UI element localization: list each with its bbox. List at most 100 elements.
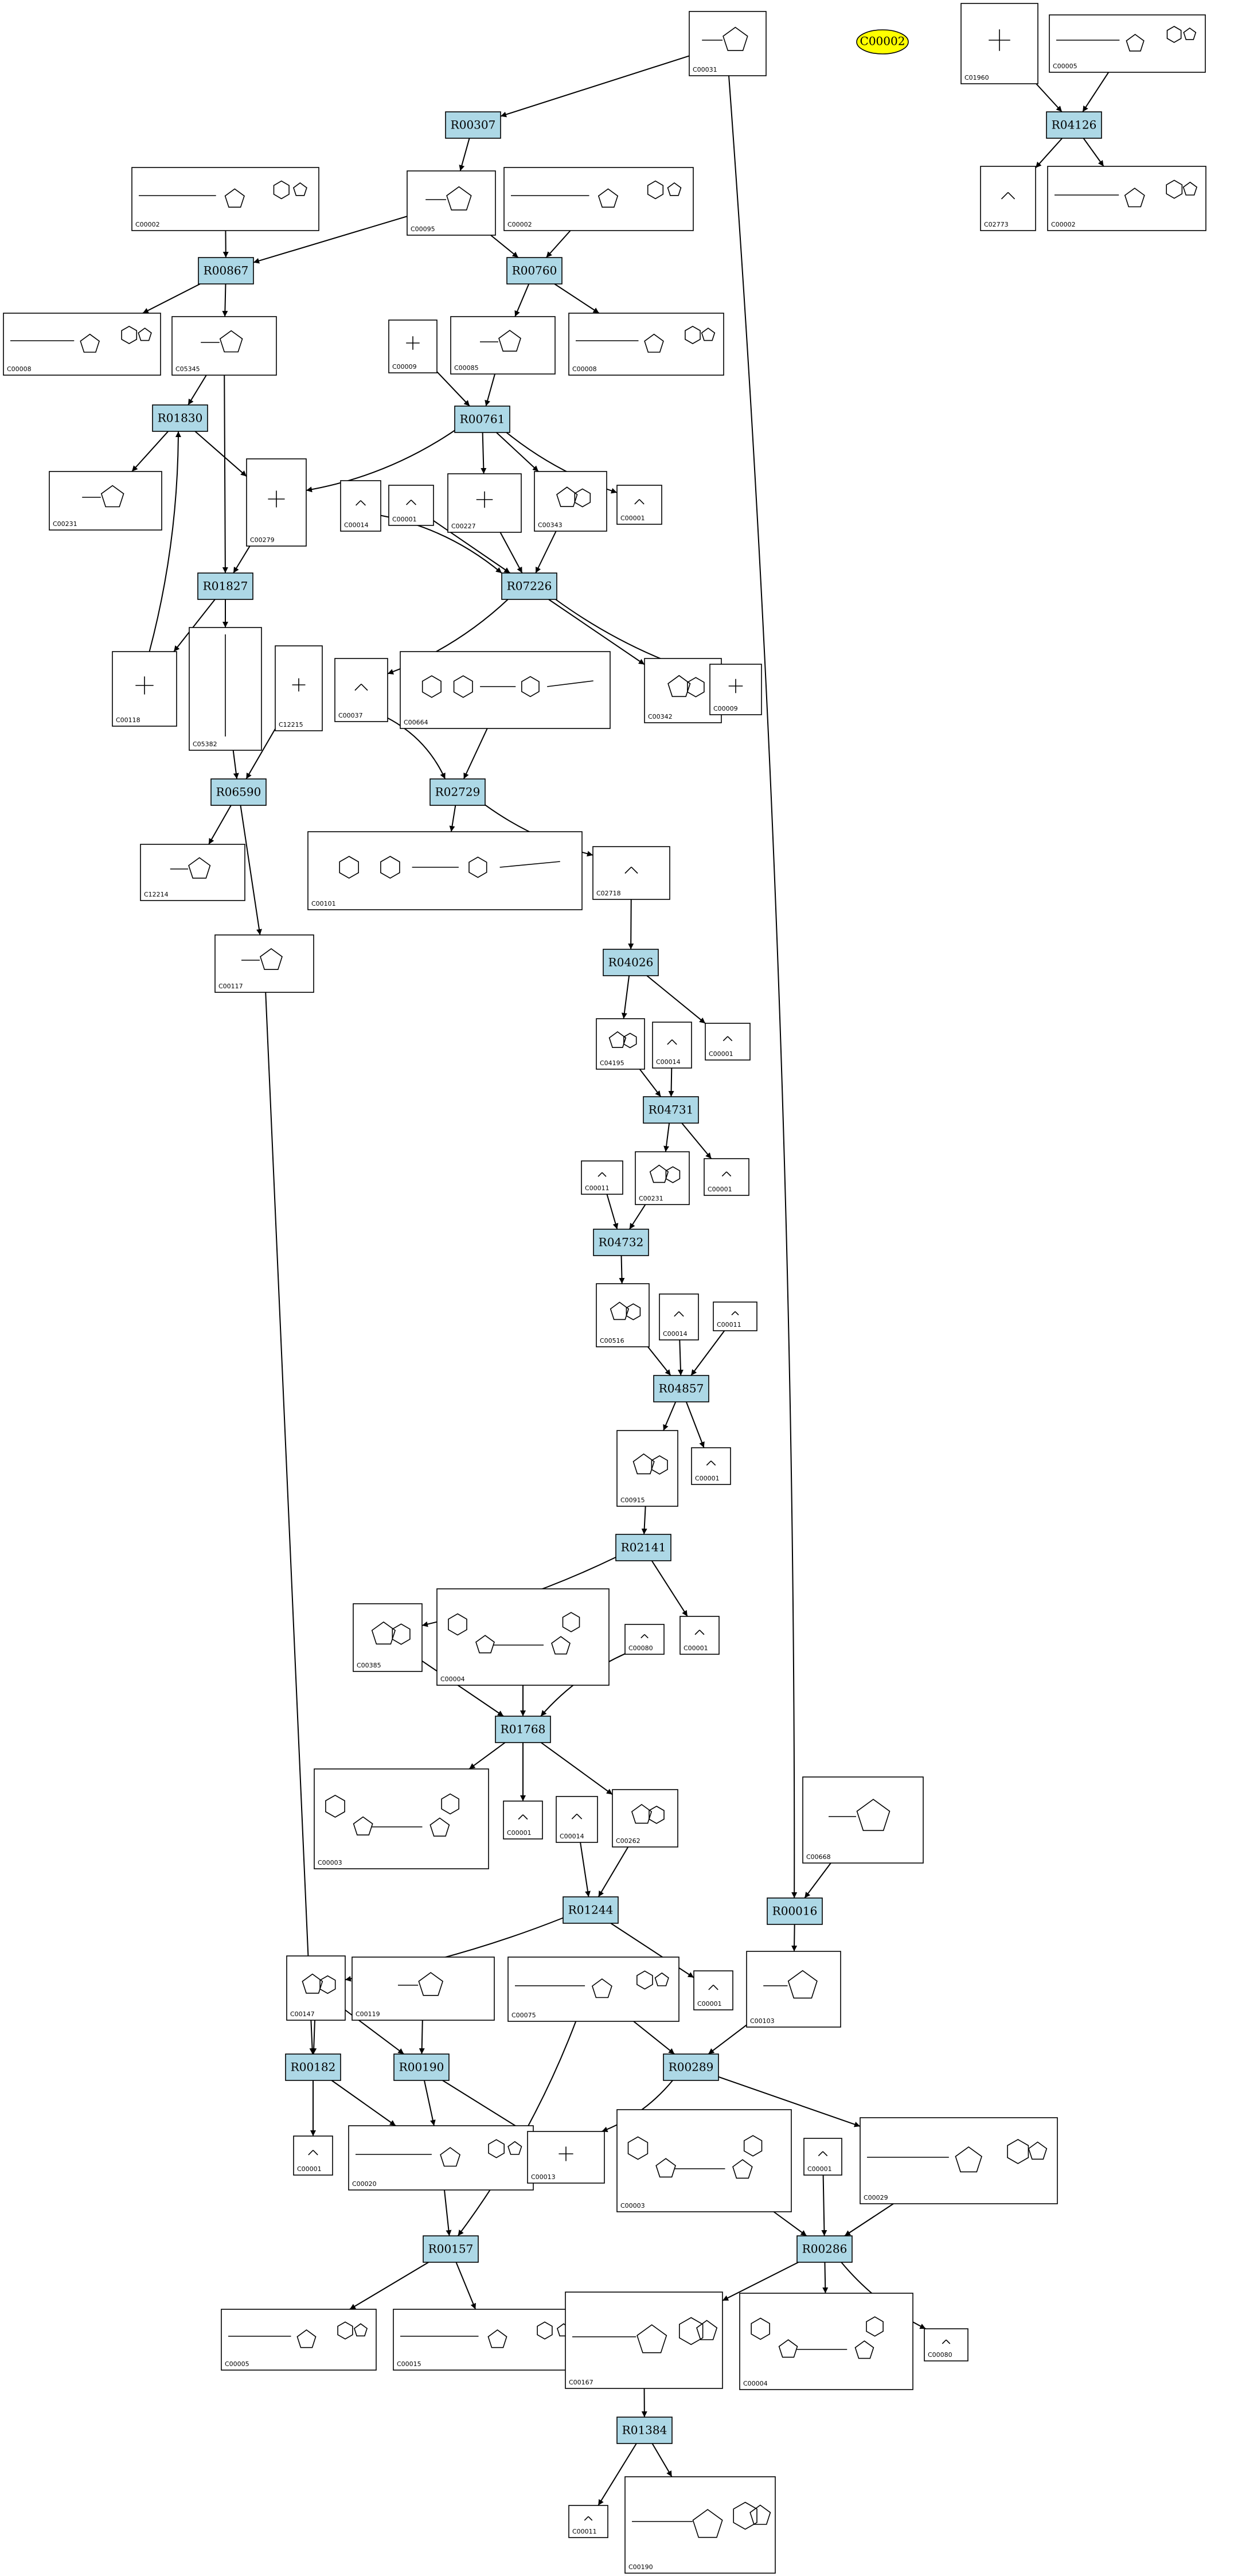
compound-node[interactable]: C00001 bbox=[693, 1970, 733, 2010]
compound-node[interactable]: C00020 bbox=[348, 2125, 534, 2191]
reaction-node-r00157[interactable]: R00157 bbox=[423, 2235, 479, 2263]
compound-node[interactable]: C00001 bbox=[388, 485, 434, 526]
compound-node[interactable]: C00262 bbox=[612, 1789, 678, 1848]
compound-node[interactable]: C00009 bbox=[709, 664, 762, 715]
compound-node[interactable]: C02773 bbox=[980, 166, 1036, 231]
compound-node[interactable]: C00147 bbox=[286, 1955, 346, 2021]
compound-node[interactable]: C00001 bbox=[803, 2138, 842, 2176]
compound-node[interactable]: C00011 bbox=[568, 2505, 608, 2538]
reaction-node-r00182[interactable]: R00182 bbox=[285, 2053, 341, 2081]
reaction-node-r02729[interactable]: R02729 bbox=[429, 778, 486, 806]
compound-node[interactable]: C00516 bbox=[596, 1283, 650, 1347]
compound-node[interactable]: C00029 bbox=[860, 2117, 1058, 2204]
reaction-node-r01827[interactable]: R01827 bbox=[197, 572, 253, 600]
compound-node[interactable]: C05345 bbox=[171, 316, 277, 376]
reaction-node-r04026[interactable]: R04026 bbox=[603, 949, 659, 976]
compound-node[interactable]: C00915 bbox=[616, 1430, 678, 1507]
compound-node[interactable]: C12214 bbox=[140, 844, 245, 901]
compound-node[interactable]: C00037 bbox=[334, 658, 388, 722]
compound-node[interactable]: C00002 bbox=[1047, 166, 1206, 231]
compound-node[interactable]: C00004 bbox=[739, 2293, 913, 2390]
reaction-label: R04857 bbox=[659, 1382, 704, 1396]
reaction-node-r01244[interactable]: R01244 bbox=[563, 1896, 619, 1924]
edge-c_C00343-to-R07226 bbox=[535, 531, 557, 574]
reaction-node-r00190[interactable]: R00190 bbox=[393, 2053, 450, 2081]
compound-node[interactable]: C00001 bbox=[705, 1023, 751, 1061]
reaction-node-r01830[interactable]: R01830 bbox=[152, 404, 208, 432]
reaction-node-r04732[interactable]: R04732 bbox=[593, 1229, 649, 1256]
compound-node[interactable]: C00080 bbox=[624, 1624, 665, 1655]
compound-node[interactable]: C00080 bbox=[924, 2328, 968, 2361]
compound-node[interactable]: C05382 bbox=[189, 627, 262, 751]
reaction-node-r04731[interactable]: R04731 bbox=[643, 1096, 699, 1124]
structure-stroke bbox=[440, 2147, 461, 2167]
compound-node[interactable]: C00001 bbox=[679, 1616, 720, 1655]
compound-node[interactable]: C00101 bbox=[307, 831, 583, 910]
compound-node[interactable]: C00009 bbox=[388, 319, 438, 373]
structure-stroke bbox=[1183, 28, 1197, 40]
compound-node[interactable]: C00227 bbox=[447, 473, 522, 533]
compound-node[interactable]: C00002 bbox=[503, 167, 694, 231]
compound-node[interactable]: C00011 bbox=[713, 1301, 757, 1331]
compound-node[interactable]: C00014 bbox=[556, 1796, 598, 1843]
compound-node[interactable]: C00003 bbox=[616, 2109, 792, 2212]
compound-node[interactable]: C00004 bbox=[436, 1588, 610, 1686]
compound-node[interactable]: C00001 bbox=[691, 1447, 731, 1485]
edge-c_C00085-to-R00761 bbox=[485, 373, 496, 407]
reaction-node-r00286[interactable]: R00286 bbox=[796, 2235, 853, 2263]
compound-node[interactable]: C00075 bbox=[507, 1957, 679, 2022]
reaction-node-r00760[interactable]: R00760 bbox=[506, 257, 563, 285]
compound-node[interactable]: C12215 bbox=[275, 645, 323, 731]
compound-node[interactable]: C02718 bbox=[592, 846, 670, 900]
compound-node[interactable]: C00385 bbox=[353, 1603, 423, 1672]
compound-node[interactable]: C00008 bbox=[3, 313, 161, 376]
compound-node[interactable]: C00231 bbox=[49, 471, 162, 531]
reaction-node-r00867[interactable]: R00867 bbox=[198, 257, 254, 285]
compound-node[interactable]: C00005 bbox=[1049, 14, 1206, 73]
compound-node[interactable]: C00279 bbox=[246, 458, 307, 547]
compound-node[interactable]: C00664 bbox=[400, 651, 611, 729]
reaction-node-r01768[interactable]: R01768 bbox=[495, 1716, 551, 1743]
compound-node[interactable]: C00008 bbox=[568, 313, 724, 376]
compound-node[interactable]: C00014 bbox=[659, 1293, 699, 1340]
reaction-node-r00289[interactable]: R00289 bbox=[663, 2053, 719, 2081]
compound-node[interactable]: C00001 bbox=[704, 1158, 749, 1196]
reaction-node-r01384[interactable]: R01384 bbox=[616, 2417, 673, 2444]
compound-node[interactable]: C00190 bbox=[624, 2476, 776, 2574]
reaction-node-r00307[interactable]: R00307 bbox=[445, 111, 501, 139]
compound-node[interactable]: C00095 bbox=[407, 170, 496, 236]
compound-node-oval[interactable]: C00002 bbox=[856, 29, 909, 54]
compound-node[interactable]: C00103 bbox=[746, 1951, 841, 2028]
compound-node[interactable]: C00002 bbox=[131, 167, 319, 231]
compound-node[interactable]: C00343 bbox=[534, 471, 607, 532]
reaction-node-r02141[interactable]: R02141 bbox=[615, 1534, 671, 1561]
compound-node[interactable]: C00013 bbox=[527, 2131, 605, 2184]
compound-node[interactable]: C04195 bbox=[596, 1018, 645, 1070]
compound-label: C00668 bbox=[806, 1853, 831, 1861]
compound-node[interactable]: C00014 bbox=[340, 480, 381, 532]
compound-node[interactable]: C00167 bbox=[565, 2291, 723, 2389]
compound-node[interactable]: C00003 bbox=[314, 1768, 489, 1869]
compound-node[interactable]: C00231 bbox=[635, 1151, 690, 1205]
reaction-node-r06590[interactable]: R06590 bbox=[210, 778, 267, 806]
reaction-node-r00016[interactable]: R00016 bbox=[767, 1897, 823, 1925]
compound-node[interactable]: C00085 bbox=[450, 316, 556, 375]
compound-node[interactable]: C01960 bbox=[960, 3, 1038, 84]
compound-node[interactable]: C00001 bbox=[293, 2135, 333, 2176]
compound-node[interactable]: C00001 bbox=[616, 485, 662, 525]
compound-node[interactable]: C00015 bbox=[393, 2309, 583, 2371]
compound-node[interactable]: C00031 bbox=[689, 11, 767, 76]
compound-node[interactable]: C00118 bbox=[112, 651, 177, 727]
compound-node[interactable]: C00668 bbox=[802, 1776, 924, 1864]
reaction-node-r00761[interactable]: R00761 bbox=[454, 406, 510, 433]
compound-node[interactable]: C00119 bbox=[352, 1957, 495, 2021]
compound-node[interactable]: C00011 bbox=[581, 1160, 623, 1195]
reaction-node-r04126[interactable]: R04126 bbox=[1046, 111, 1102, 139]
compound-node[interactable]: C00005 bbox=[221, 2309, 377, 2371]
compound-node[interactable]: C00001 bbox=[503, 1801, 543, 1840]
reaction-node-r04857[interactable]: R04857 bbox=[653, 1375, 709, 1402]
compound-node[interactable]: C00014 bbox=[652, 1022, 692, 1069]
compound-node[interactable]: C00117 bbox=[214, 934, 314, 993]
compound-node[interactable]: C00342 bbox=[644, 658, 722, 723]
reaction-node-r07226[interactable]: R07226 bbox=[501, 572, 557, 600]
